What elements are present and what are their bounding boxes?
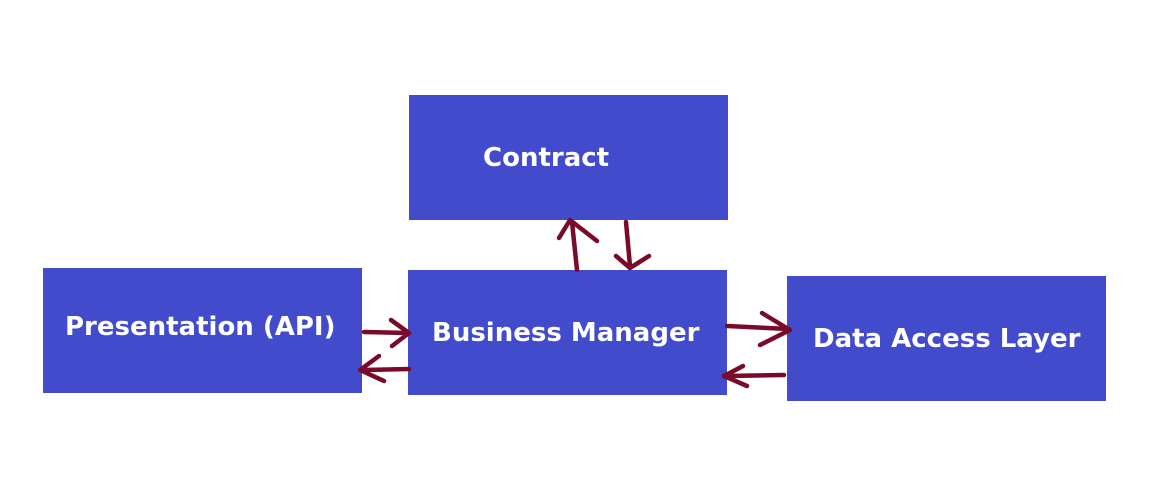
business-manager-label: Business Manager [432, 317, 700, 348]
arrow-business-to-presentation [357, 353, 412, 384]
arrow-business-to-contract [556, 217, 600, 273]
presentation-box: Presentation (API) [43, 268, 362, 393]
arrow-business-to-dal [724, 310, 793, 348]
presentation-label: Presentation (API) [65, 311, 336, 342]
contract-box: Contract [409, 95, 728, 220]
data-access-layer-box: Data Access Layer [787, 276, 1106, 401]
contract-label: Contract [483, 142, 610, 173]
data-access-layer-label: Data Access Layer [813, 323, 1081, 354]
arrow-contract-to-business [613, 219, 652, 271]
business-manager-box: Business Manager [408, 270, 727, 395]
arrow-dal-to-business [721, 363, 787, 389]
arrow-presentation-to-business [361, 317, 412, 349]
